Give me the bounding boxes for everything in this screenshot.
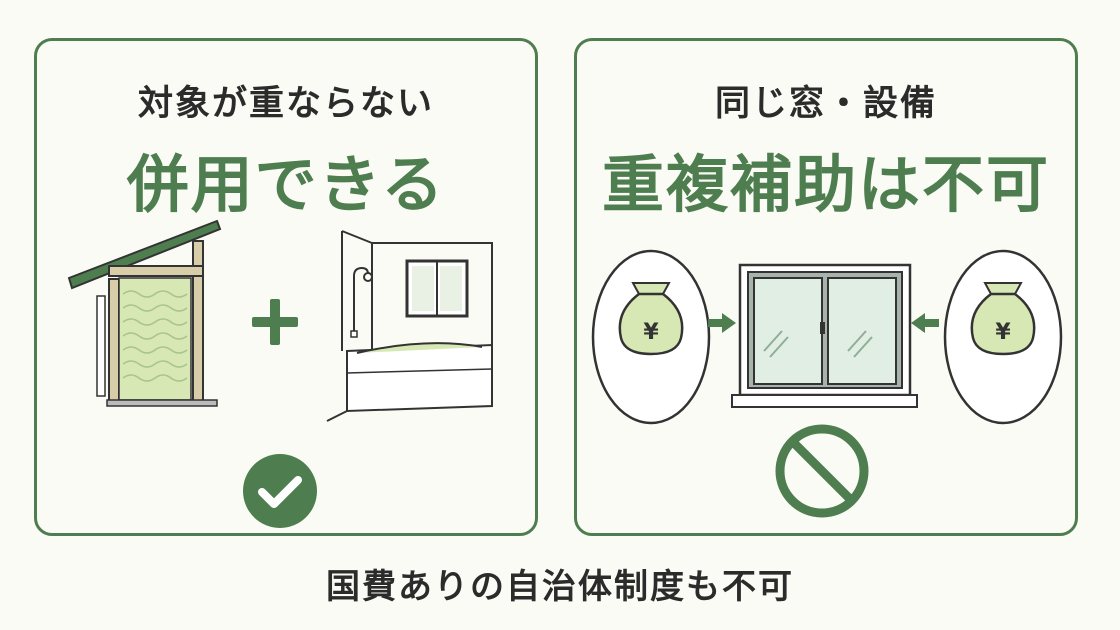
combinable-panel: 対象が重ならない 併用できる	[34, 38, 538, 536]
duplicate-not-allowed-panel: 同じ窓・設備 重複補助は不可 ¥ ¥	[574, 38, 1078, 536]
checkmark-circle-icon	[243, 454, 317, 528]
plus-icon	[252, 299, 298, 345]
svg-text:¥: ¥	[643, 320, 659, 345]
footer-note: 国費ありの自治体制度も不可	[326, 567, 794, 607]
duplicate-subtitle: 同じ窓・設備	[714, 84, 937, 124]
yen-money-bag-icon: ¥	[591, 249, 711, 425]
combinable-subtitle: 対象が重ならない	[137, 84, 434, 124]
arrow-left-icon	[911, 313, 939, 333]
svg-text:¥: ¥	[995, 320, 1011, 345]
prohibited-icon	[775, 424, 869, 518]
bathroom-bathtub-icon	[326, 230, 493, 422]
duplicate-title: 重複補助は不可	[601, 148, 1050, 221]
combinable-title: 併用できる	[126, 148, 446, 221]
arrow-right-icon	[708, 313, 736, 333]
house-frame-insulation-icon	[67, 219, 222, 407]
window-icon	[731, 263, 918, 408]
yen-money-bag-icon: ¥	[943, 249, 1063, 425]
